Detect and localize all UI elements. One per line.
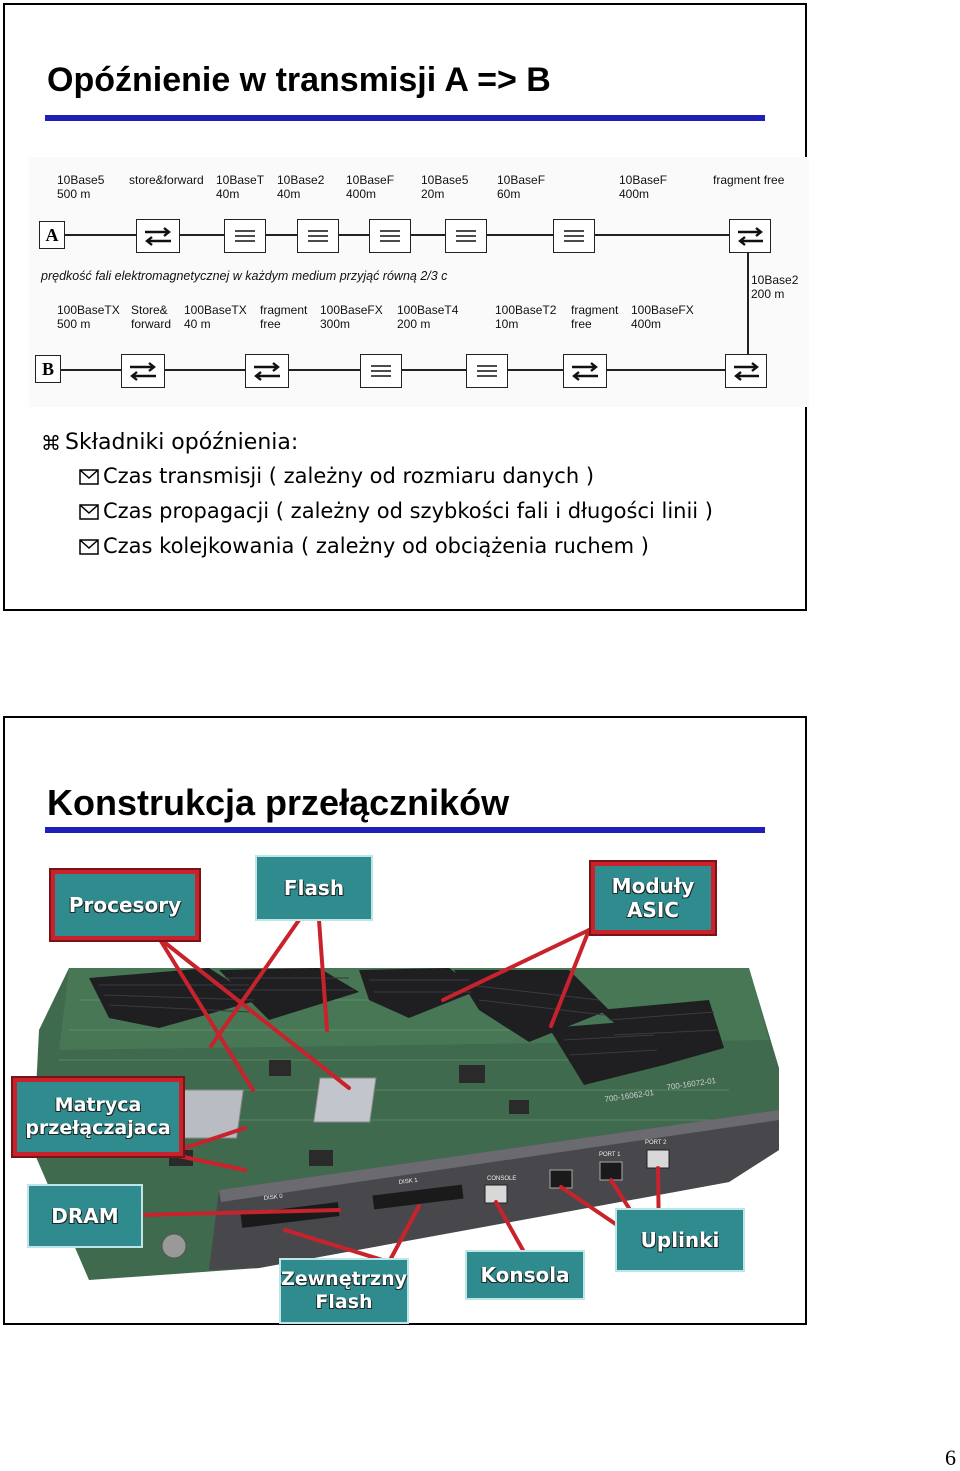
heading-text: Składniki opóźnienia: <box>65 427 298 459</box>
item-text: Czas transmisji ( zależny od rozmiaru da… <box>103 459 594 494</box>
hub-icon <box>224 219 266 253</box>
switch-module-photo: 700-16062-01 700-16072-01 CONSOLE DISK 0… <box>9 850 805 1323</box>
callout-text: Konsola <box>480 1263 569 1287</box>
speed-note: prędkość fali elektromagnetycznej w każd… <box>41 269 447 283</box>
callout-dram: DRAM <box>27 1184 143 1248</box>
slide-transmission-delay: Opóźnienie w transmisji A => B A B <box>3 3 807 611</box>
command-key-icon: ⌘ <box>41 427 61 459</box>
callout-text: Flash <box>315 1291 372 1314</box>
switch-icon <box>725 354 767 388</box>
slide-title: Konstrukcja przełączników <box>47 782 509 824</box>
callout-text: przełączajaca <box>25 1117 170 1140</box>
callout-text: Uplinki <box>641 1228 720 1252</box>
list-heading: ⌘ Składniki opóźnienia: <box>41 427 713 459</box>
page-number: 6 <box>945 1445 956 1471</box>
callout-switch-fabric: Matryca przełączajaca <box>13 1078 183 1156</box>
list-item: Czas propagacji ( zależny od szybkości f… <box>79 494 713 529</box>
callout-asic-modules: Moduły ASIC <box>591 862 715 934</box>
callout-text: DRAM <box>51 1204 118 1228</box>
title-underline <box>45 827 765 833</box>
node-a: A <box>39 221 65 249</box>
uplink-port-label: PORT 1 <box>599 1152 621 1158</box>
callout-flash: Flash <box>255 855 373 921</box>
envelope-bullet-icon <box>79 503 99 521</box>
hub-icon <box>466 354 508 388</box>
title-underline <box>45 115 765 121</box>
item-text: Czas kolejkowania ( zależny od obciążeni… <box>103 529 649 564</box>
hub-icon <box>297 219 339 253</box>
slide-switch-construction: Konstrukcja przełączników <box>3 716 807 1325</box>
switch-icon <box>563 354 607 388</box>
callout-text: Matryca <box>55 1094 142 1117</box>
callout-processors: Procesory <box>51 870 199 940</box>
segment-label: fragment free <box>713 173 784 187</box>
hub-icon <box>369 219 411 253</box>
callout-text: Zewnętrzny <box>281 1268 407 1291</box>
callout-text: ASIC <box>627 898 679 922</box>
node-b: B <box>35 355 61 383</box>
slide-title: Opóźnienie w transmisji A => B <box>47 61 551 100</box>
list-item: Czas transmisji ( zależny od rozmiaru da… <box>79 459 713 494</box>
switch-icon <box>245 354 289 388</box>
callout-uplinks: Uplinki <box>615 1208 745 1272</box>
callout-text: Flash <box>284 876 344 900</box>
segment-label: Store&forward <box>131 303 171 331</box>
envelope-bullet-icon <box>79 468 99 486</box>
callout-text: Procesory <box>69 893 181 917</box>
network-path-diagram: A B <box>29 157 809 407</box>
hub-icon <box>553 219 595 253</box>
callout-text: Moduły <box>612 874 695 898</box>
callout-console: Konsola <box>465 1250 585 1300</box>
uplink-port-label: PORT 2 <box>645 1140 667 1146</box>
switch-icon <box>121 354 165 388</box>
callout-external-flash: Zewnętrzny Flash <box>279 1258 409 1324</box>
envelope-bullet-icon <box>79 538 99 556</box>
segment-label: store&forward <box>129 173 204 187</box>
delay-components-list: ⌘ Składniki opóźnienia: Czas transmisji … <box>41 427 713 564</box>
list-item: Czas kolejkowania ( zależny od obciążeni… <box>79 529 713 564</box>
hub-icon <box>445 219 487 253</box>
switch-icon <box>136 219 180 253</box>
switch-icon <box>729 219 771 253</box>
hub-icon <box>360 354 402 388</box>
console-port-label: CONSOLE <box>487 1176 516 1182</box>
item-text: Czas propagacji ( zależny od szybkości f… <box>103 494 713 529</box>
